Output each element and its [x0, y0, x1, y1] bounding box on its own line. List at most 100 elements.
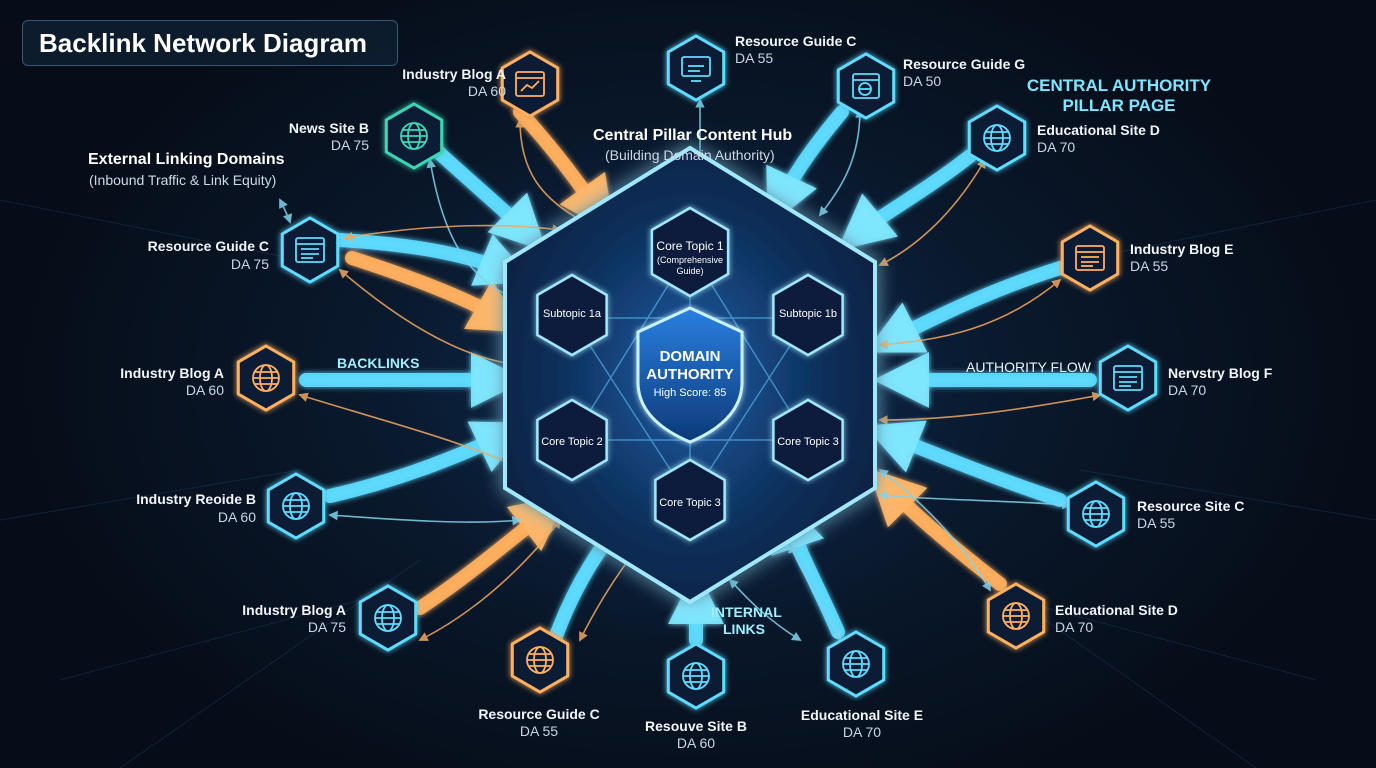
domain-node — [1066, 480, 1126, 548]
node-hexagon — [280, 216, 340, 284]
node-hexagon — [500, 50, 560, 118]
node-da: DA 75 — [307, 619, 346, 635]
internal-links-label-line1: INTERNAL — [711, 604, 782, 620]
domain-node — [358, 584, 418, 652]
node-da: DA 60 — [676, 735, 716, 751]
backlink-arrow — [868, 468, 1007, 591]
hub-topic-cell — [654, 458, 726, 542]
node-da: DA 60 — [467, 83, 506, 99]
monitor-icon — [681, 56, 711, 82]
linking-domain-nodes — [236, 34, 1158, 710]
document-icon — [1113, 365, 1143, 391]
hub-topic-cell — [536, 273, 608, 357]
shield-line2: AUTHORITY — [646, 366, 734, 383]
domain-node — [236, 344, 296, 412]
core-topic-1-sub2: Guide) — [676, 266, 704, 276]
link-equity-arrow — [878, 158, 986, 266]
link-equity-arrow — [878, 278, 1062, 350]
node-hexagon — [1098, 344, 1158, 412]
node-label: Resource Site C — [1137, 498, 1245, 514]
domain-node — [836, 52, 896, 120]
globe-icon — [983, 124, 1011, 152]
node-da: DA 70 — [1037, 139, 1076, 155]
node-da: DA 70 — [1168, 382, 1207, 398]
link-equity-arrow — [418, 518, 562, 641]
hub-title: Central Pillar Content Hub — [593, 127, 793, 144]
domain-node — [510, 626, 570, 694]
subtopic-1a-label: Subtopic 1a — [542, 308, 602, 320]
node-label: News Site B — [288, 120, 369, 136]
node-label: Industry Blog A — [402, 66, 506, 82]
node-da: DA 75 — [230, 256, 269, 272]
link-equity-arrow — [338, 268, 522, 370]
node-da: DA 55 — [1137, 515, 1176, 531]
link-equity-arrow — [818, 108, 865, 217]
node-da: DA 55 — [735, 50, 774, 66]
domain-node — [384, 102, 444, 170]
node-da: DA 55 — [519, 723, 559, 739]
node-da: DA 60 — [185, 382, 224, 398]
authority-caption-line2: PILLAR PAGE — [1062, 96, 1176, 115]
link-equity-arrow — [515, 118, 592, 226]
node-label: Industry Blog E — [1130, 241, 1234, 257]
backlink-arrow — [413, 494, 569, 615]
hub-topic-cell — [772, 273, 844, 357]
link-equity-arrow — [328, 510, 522, 526]
hub-topic-cell — [536, 398, 608, 482]
shield-score: High Score: 85 — [653, 387, 727, 399]
link-equity-arrow — [728, 578, 802, 642]
globe-icon — [1002, 602, 1030, 630]
subtopic-1b-label: Subtopic 1b — [778, 308, 838, 320]
diagram-title: Backlink Network Diagram — [22, 20, 398, 66]
link-equity-arrow — [878, 391, 1102, 425]
hub-topic-cell — [772, 398, 844, 482]
node-da: DA 70 — [1055, 619, 1094, 635]
globe-icon — [400, 122, 428, 150]
globe-icon — [682, 662, 710, 690]
domain-authority-shield — [636, 306, 744, 444]
authority-caption-line1: CENTRAL AUTHORITY — [1026, 76, 1212, 95]
node-label: Resource Guide C — [147, 238, 269, 254]
backlink-arrow — [837, 149, 977, 251]
hub-topic-cell — [650, 206, 730, 298]
node-label: Educational Site E — [800, 707, 924, 723]
node-da: DA 75 — [330, 137, 369, 153]
domain-node — [1098, 344, 1158, 412]
core-topic-2-label: Core Topic 2 — [541, 436, 603, 448]
link-equity-arrow — [279, 198, 293, 224]
core-topic-1-label: Core Topic 1 — [656, 239, 724, 253]
domain-node — [666, 642, 726, 710]
backlinks-label: BACKLINKS — [337, 355, 420, 371]
backlink-arrow — [323, 421, 531, 503]
node-hexagon — [836, 52, 896, 120]
node-da: DA 55 — [1130, 258, 1169, 274]
globe-icon — [252, 364, 280, 392]
node-label: Industry Blog A — [120, 365, 224, 381]
node-hexagon — [1060, 224, 1120, 292]
node-hexagon — [666, 34, 726, 102]
node-label: Resource Guide G — [903, 56, 1026, 72]
domain-node — [967, 104, 1027, 172]
node-label: Resouve Site B — [645, 718, 747, 734]
node-da: DA 60 — [217, 509, 256, 525]
domain-node — [500, 50, 560, 118]
document-icon — [295, 237, 325, 263]
domain-node — [1060, 224, 1120, 292]
authority-flow-label: AUTHORITY FLOW — [966, 359, 1091, 375]
link-equity-arrow — [426, 158, 522, 303]
globe-icon — [842, 650, 870, 678]
background-grid — [0, 199, 1376, 768]
node-label: Industry Reoide B — [136, 491, 256, 507]
core-topic-3-label: Core Topic 3 — [777, 436, 839, 448]
backlink-arrow — [864, 420, 1067, 507]
domain-node — [826, 630, 886, 698]
backlink-arrow — [864, 261, 1067, 353]
globe-icon — [1082, 500, 1110, 528]
external-domains-subtitle: (Inbound Traffic & Link Equity) — [89, 172, 277, 188]
shield-line1: DOMAIN — [659, 348, 721, 365]
globe-icon — [374, 604, 402, 632]
domain-node — [986, 582, 1046, 650]
external-domains-title: External Linking Domains — [88, 151, 285, 168]
